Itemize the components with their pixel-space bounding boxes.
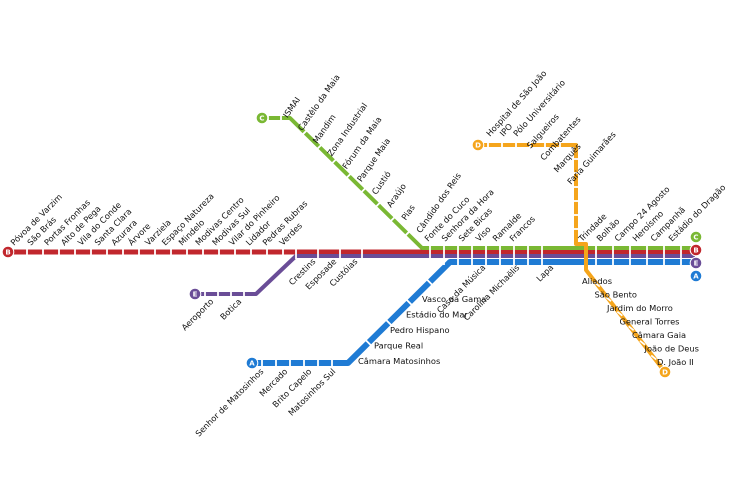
station-label-pias: Pias <box>399 203 417 222</box>
line-d-badge: D <box>471 138 485 152</box>
svg-text:B: B <box>693 247 698 255</box>
station-label-parque-real: Parque Real <box>374 341 423 351</box>
station-label-general-torres: General Torres <box>620 317 680 327</box>
line-c-tick <box>374 201 382 208</box>
line-c-badge-east: C <box>689 230 703 244</box>
station-label-jardim-do-morro: Jardim do Morro <box>606 303 673 313</box>
station-label-araujo: Araújo <box>384 181 408 209</box>
svg-text:E: E <box>193 291 198 299</box>
station-label-lapa: Lapa <box>534 262 555 283</box>
line-d-tick <box>639 340 646 346</box>
station-label-joao-de-deus: João de Deus <box>644 344 699 354</box>
line-e-badge: E <box>188 287 202 301</box>
svg-text:C: C <box>259 115 264 123</box>
line-d-tick <box>650 354 657 361</box>
line-a-tick <box>385 319 392 326</box>
svg-text:E: E <box>694 260 699 268</box>
line-d-badge-south: D <box>658 365 672 379</box>
line-b-badge: B <box>1 245 15 259</box>
line-c-route <box>262 116 695 250</box>
station-label-camara-matosinhos: Câmara Matosinhos <box>358 356 440 366</box>
line-c-tick <box>345 172 352 179</box>
line-a-badge: A <box>245 356 259 370</box>
line-c-tick <box>404 230 411 237</box>
station-label-pedro-hispano: Pedro Hispano <box>390 325 450 335</box>
station-label-sao-bento: São Bento <box>595 290 637 300</box>
line-c-tick <box>301 129 308 136</box>
line-b-badge-east: B <box>689 243 703 257</box>
line-d-tick <box>594 281 601 288</box>
line-d-tick <box>616 311 623 317</box>
line-c-tick <box>389 215 396 223</box>
station-label-estadio-do-mar: Estádio do Mar <box>406 309 468 319</box>
svg-text:D: D <box>662 369 668 377</box>
station-label-d-joao-ii: D. João II <box>657 357 694 367</box>
station-label-ismai: ISMAI <box>281 95 302 120</box>
svg-text:A: A <box>249 360 255 368</box>
svg-text:B: B <box>5 249 10 257</box>
line-c-tick <box>330 158 338 165</box>
station-label-custio: Custió <box>370 169 393 196</box>
line-a-tick <box>426 279 433 286</box>
svg-text:A: A <box>693 273 699 281</box>
line-a-tick <box>406 299 413 306</box>
line-a-route <box>252 259 695 366</box>
line-a-tick <box>365 339 372 346</box>
line-c-badge: C <box>255 111 269 125</box>
svg-text:D: D <box>475 142 481 150</box>
line-e-route <box>195 254 695 296</box>
station-label-senhor-de-matosinhos: Senhor de Matosinhos <box>193 366 265 438</box>
station-label-camara-gaia: Câmara Gaia <box>632 330 686 340</box>
svg-text:C: C <box>693 234 698 242</box>
line-c-tick <box>316 143 323 151</box>
station-label-castelo-da-maia: Castêlo da Maia <box>296 72 342 132</box>
line-d-tick <box>605 296 612 302</box>
line-a-badge-east: A <box>689 269 703 283</box>
station-label-aeroporto: Aeroporto <box>179 296 215 332</box>
line-e-badge-east: E <box>689 256 703 270</box>
station-label-vasco-da-gama: Vasco da Gama <box>422 294 486 304</box>
station-label-botica: Botica <box>218 296 243 321</box>
line-c-tick <box>360 187 367 194</box>
station-ticks <box>10 115 682 366</box>
station-label-aliados: Aliados <box>582 276 612 286</box>
line-d-tick <box>628 325 635 331</box>
